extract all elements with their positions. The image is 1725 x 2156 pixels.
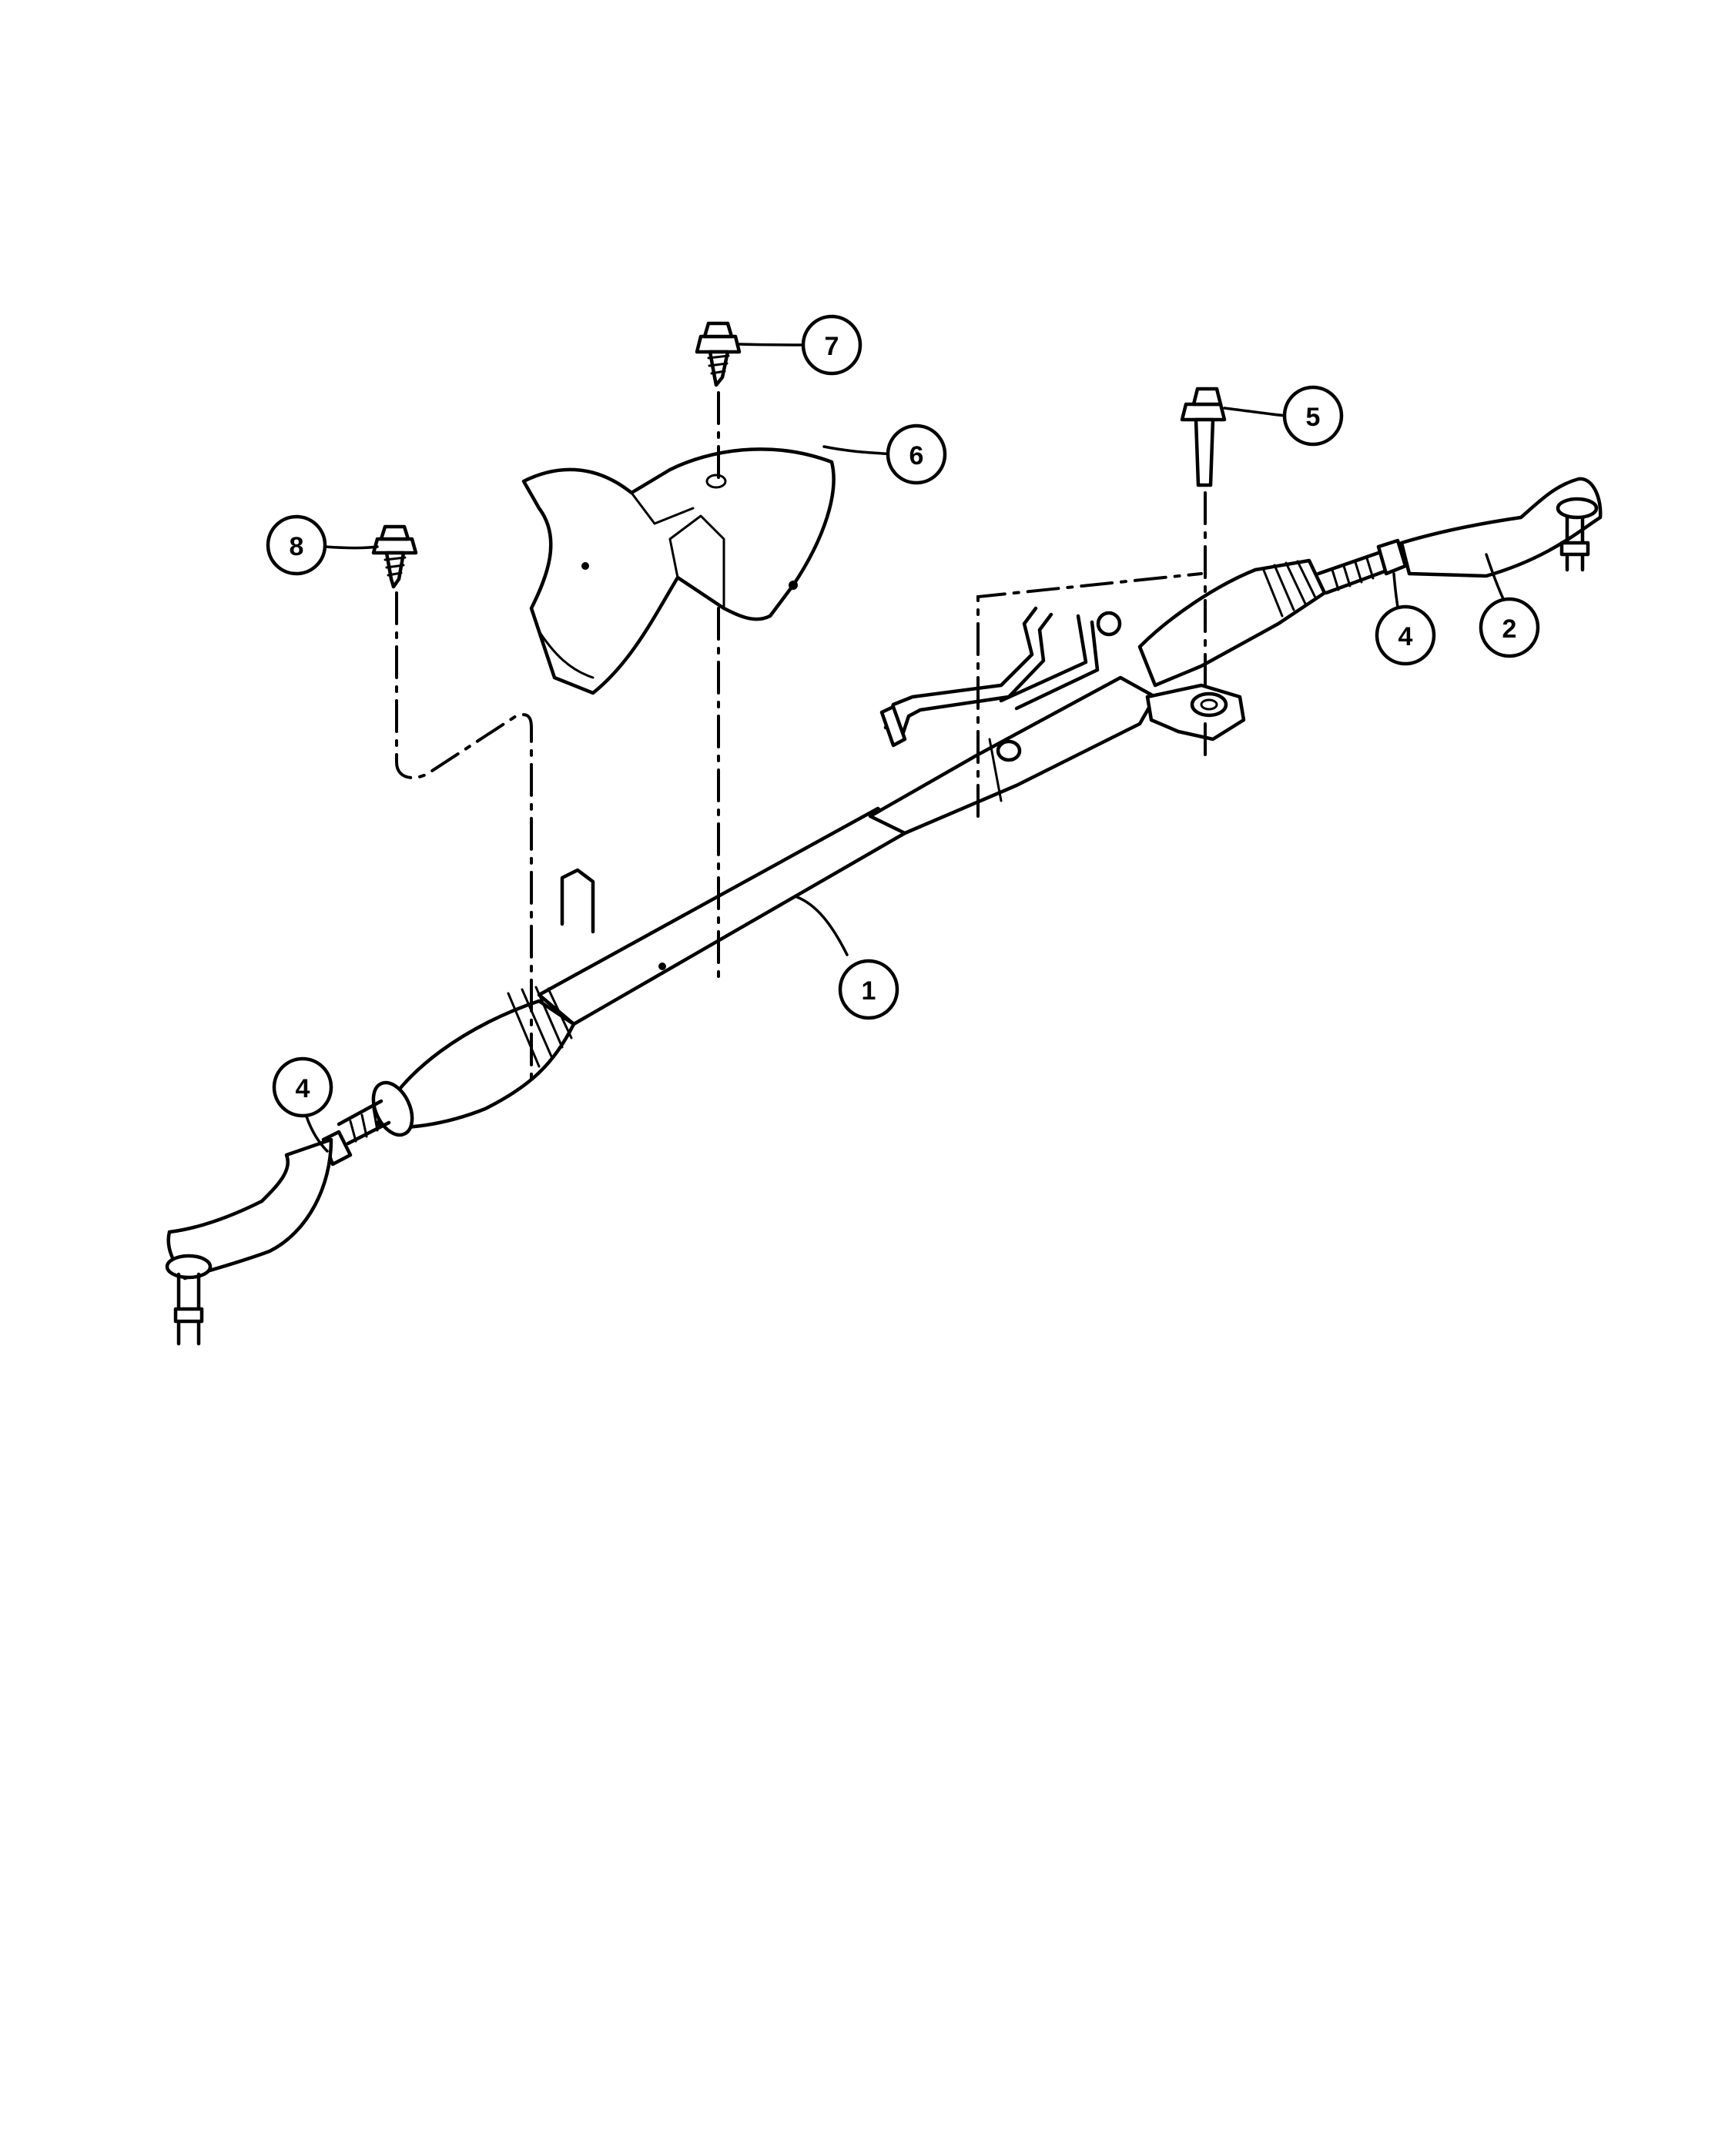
- right-jam-nut: [1376, 538, 1408, 576]
- callout-1-label: 1: [862, 976, 876, 1006]
- callout-leaders: [305, 343, 1519, 1153]
- callout-1: 1: [838, 959, 899, 1020]
- heat-shield: [521, 447, 836, 695]
- assembly-phantom-lines: [395, 391, 1207, 1087]
- callout-4-left-label: 4: [296, 1074, 310, 1103]
- callout-2: 2: [1479, 597, 1540, 658]
- callout-5: 5: [1282, 385, 1344, 447]
- callout-4-left: 4: [272, 1056, 333, 1118]
- steering-rack-assembly: [321, 538, 1408, 1167]
- callout-7-label: 7: [825, 332, 839, 361]
- callout-8-label: 8: [290, 532, 304, 561]
- right-boot: [1137, 558, 1327, 688]
- left-outer-tie-rod-end: [165, 1137, 333, 1346]
- callout-5-label: 5: [1306, 403, 1321, 432]
- callout-2-label: 2: [1502, 614, 1517, 644]
- callout-6: 6: [886, 424, 947, 485]
- right-inner-tie-rod: [1316, 551, 1387, 595]
- screw-8: [371, 524, 418, 589]
- hydraulic-lines: [883, 606, 1100, 742]
- callout-7: 7: [801, 314, 862, 376]
- callout-4-right-label: 4: [1398, 622, 1413, 651]
- mounting-bushing: [1190, 691, 1228, 718]
- callout-8: 8: [266, 514, 327, 576]
- callout-6-label: 6: [909, 441, 924, 470]
- callout-4-right: 4: [1375, 604, 1436, 666]
- screw-7: [695, 321, 742, 387]
- right-outer-tie-rod-end: [1399, 477, 1603, 578]
- bolt-5: [1180, 387, 1227, 487]
